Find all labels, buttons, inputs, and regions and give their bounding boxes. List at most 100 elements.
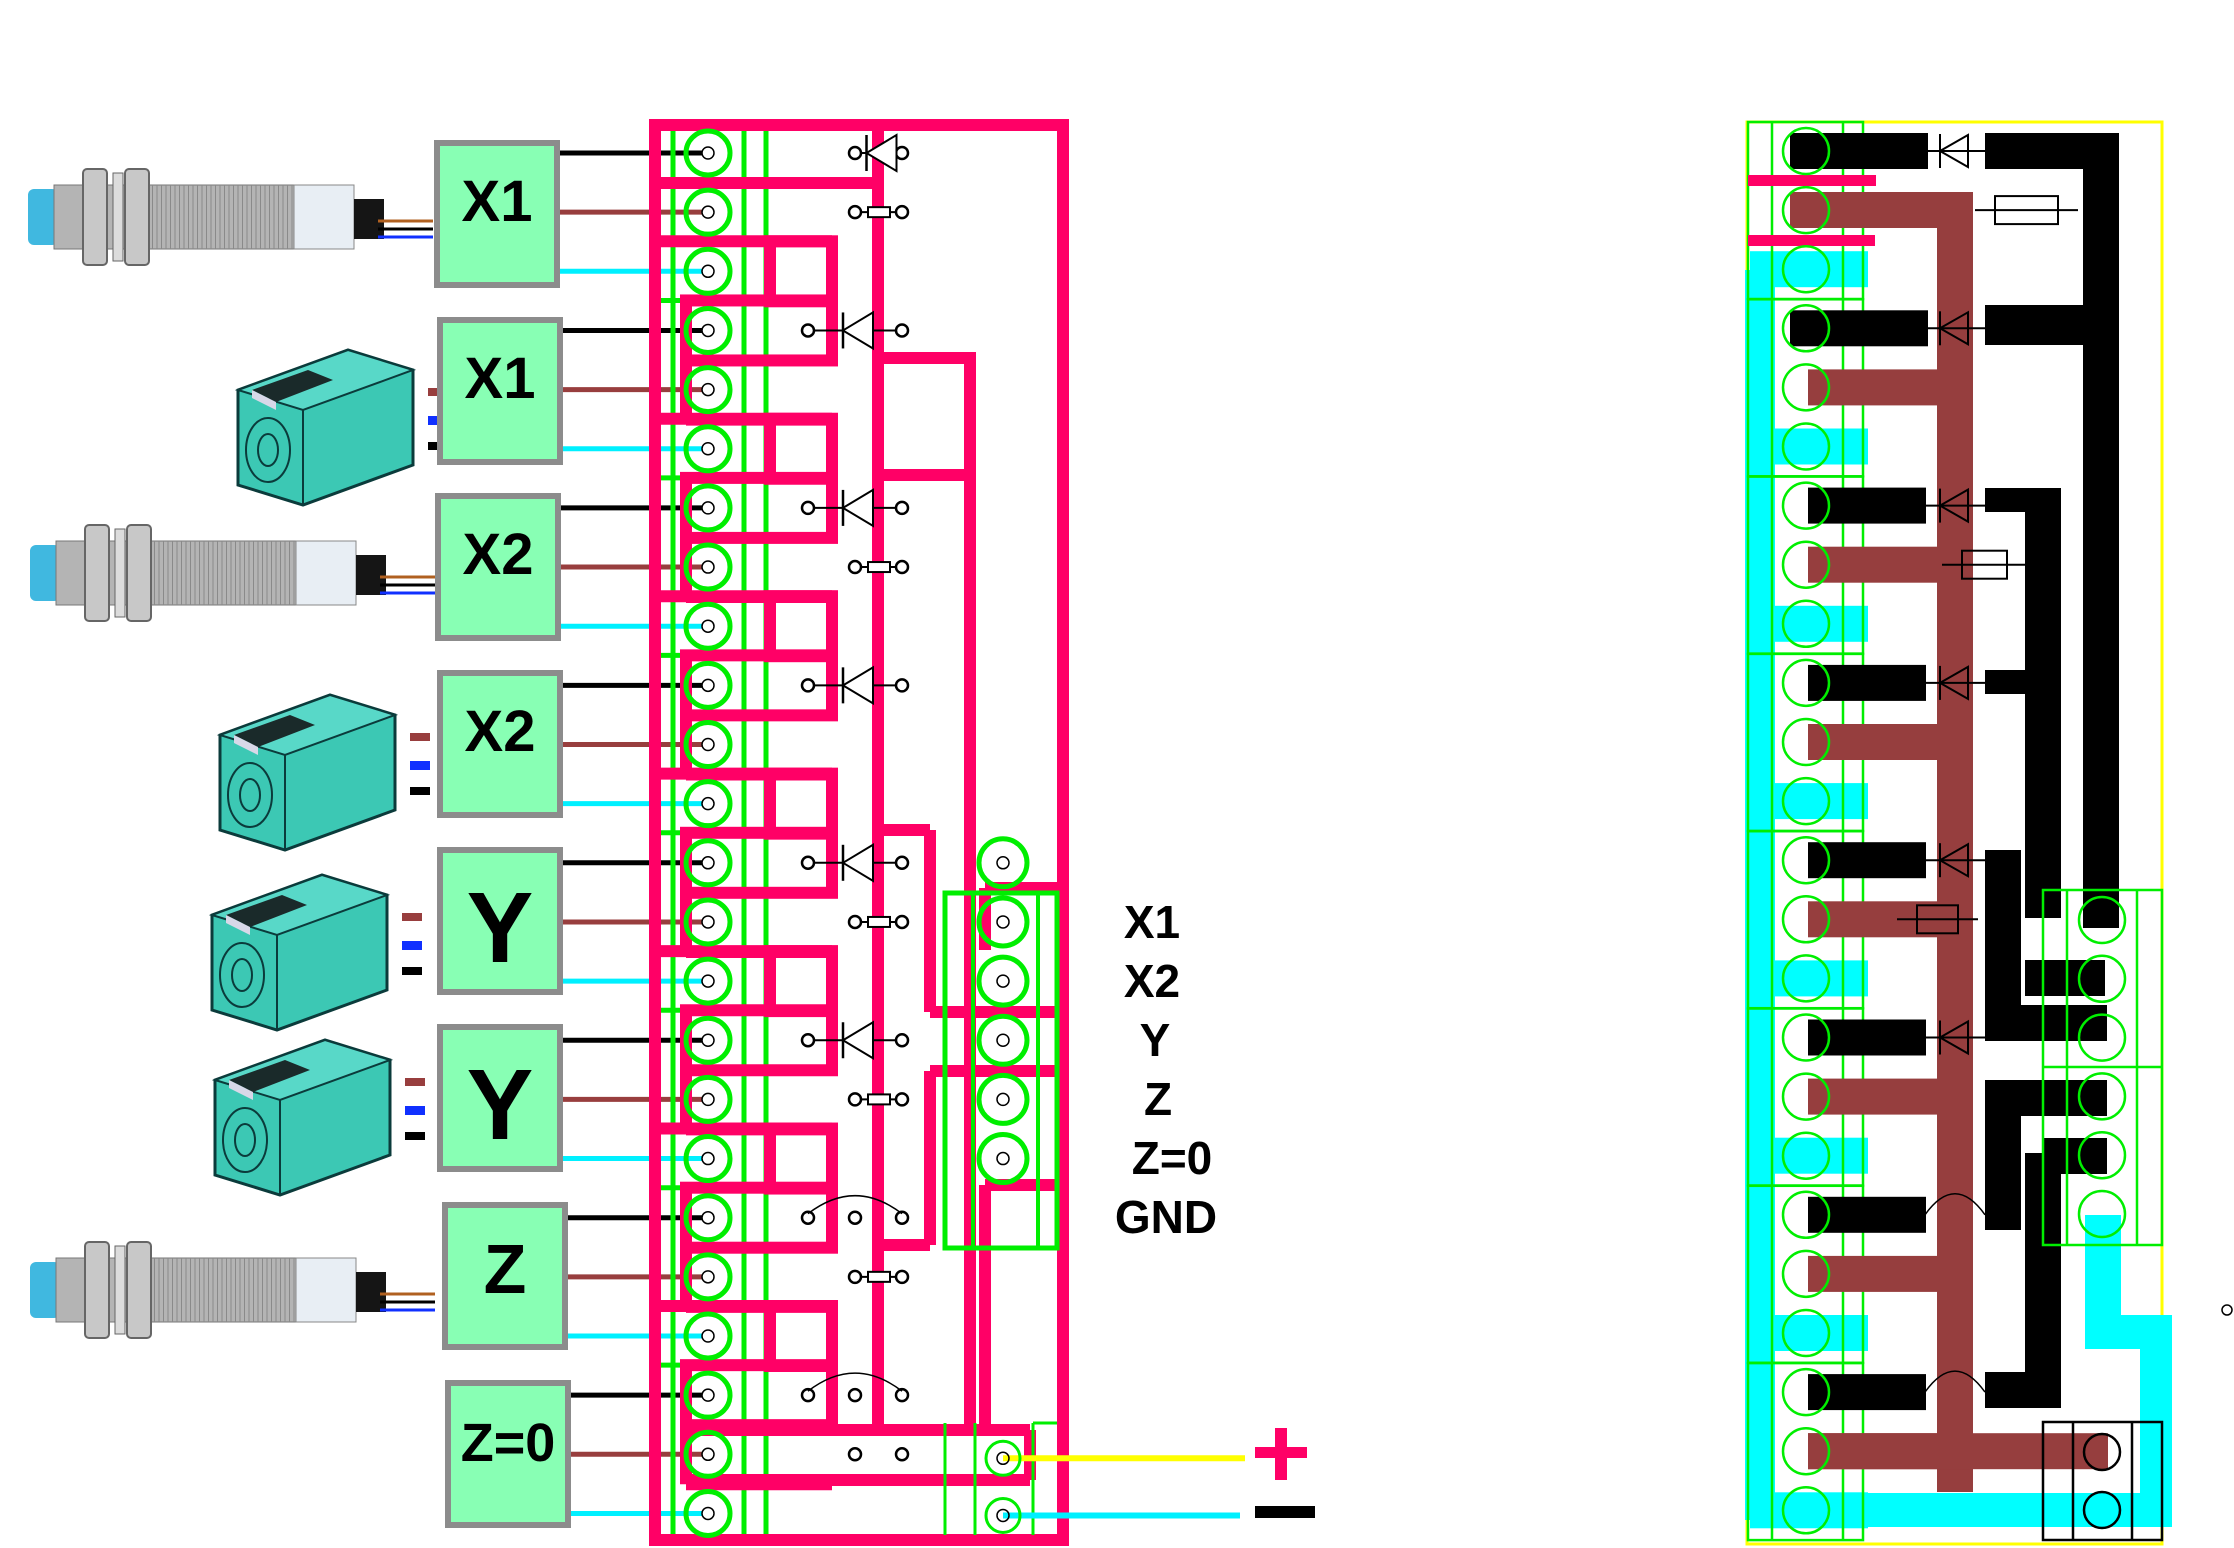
component-pad: [894, 1387, 910, 1403]
pcb-marker-bar: [1748, 235, 1875, 246]
trace-cyan-pad: [764, 767, 838, 840]
terminal-hole: [701, 1447, 715, 1462]
resistor-body: [867, 915, 891, 928]
component-pad: [894, 855, 910, 871]
sensor-cap: [28, 189, 58, 245]
input-terminal: [683, 720, 733, 769]
cylindrical-sensor-icon: [30, 1241, 435, 1339]
sensor-nut: [84, 524, 110, 622]
pcb-terminal-ring: [1781, 540, 1831, 589]
sensor-box-label: Z=0: [461, 1413, 556, 1473]
sensor-box-label: X1: [465, 346, 536, 411]
pcb-terminal-ring: [1781, 126, 1831, 176]
pcb-output-terminal: [2077, 895, 2127, 945]
wire-blue-stub: [410, 761, 430, 770]
diode-icon: [800, 310, 910, 351]
diode-icon: [800, 843, 910, 883]
terminal-ring: [683, 1193, 733, 1243]
component-pad: [894, 204, 910, 220]
ground-stub: [1750, 960, 1868, 997]
terminal-ring: [683, 1134, 733, 1184]
terminal-ring: [976, 836, 1030, 890]
component-pad: [847, 1092, 863, 1107]
component-pad: [894, 1033, 910, 1048]
input-terminal: [683, 838, 733, 888]
terminal-ring: [683, 424, 733, 474]
pcb-terminal-ring: [1781, 1131, 1831, 1180]
component-pad: [894, 1447, 910, 1462]
terminal-hole: [701, 1033, 715, 1047]
terminal-ring: [683, 542, 733, 592]
wire-blue-stub: [405, 1106, 425, 1115]
sensor-box-label: Z: [484, 1230, 527, 1308]
terminal-ring: [683, 601, 733, 651]
component-pad: [847, 1447, 863, 1462]
component-pad: [800, 1210, 816, 1225]
sensor-box-label: X1: [462, 169, 533, 234]
output-terminal: [976, 1072, 1030, 1126]
minus-icon: [1255, 1506, 1315, 1518]
terminal-hole: [996, 856, 1010, 870]
component-pad: [894, 1269, 910, 1285]
jumper-arc: [807, 1372, 903, 1392]
terminal-ring: [976, 1132, 1030, 1186]
sensor-box-frame: [435, 493, 561, 641]
vcc-branch-out: [1808, 1433, 2108, 1470]
jumper-icon: [800, 1195, 910, 1225]
component-pad: [894, 914, 910, 930]
pcb-jumper-arc: [1924, 1370, 1986, 1393]
component-pad: [800, 323, 816, 338]
pcb-terminal-ring: [1781, 599, 1831, 649]
component-pad: [800, 1387, 816, 1403]
diode-icon: [847, 133, 910, 173]
output-terminal: [976, 1013, 1030, 1067]
component-pad: [800, 855, 816, 871]
pcb-terminal-ring: [1781, 185, 1831, 235]
terminal-ring: [683, 838, 733, 888]
block-sensor-icon: [208, 873, 422, 1032]
sensor-tail: [356, 1272, 386, 1312]
cylindrical-sensor-icon: [30, 524, 435, 622]
pcb-terminal-ring: [1781, 1072, 1831, 1121]
input-terminal: [683, 1252, 733, 1302]
pcb-terminal-ring: [1781, 1249, 1831, 1299]
resistor-body: [867, 206, 891, 219]
input-terminal: [683, 305, 733, 355]
pcb-terminal-ring: [1781, 363, 1831, 412]
diode-body: [1937, 133, 1969, 169]
ground-stub: [1750, 428, 1868, 465]
input-terminal: [683, 1488, 733, 1538]
wire-blue-stub: [402, 941, 422, 950]
output-connector-frame: [942, 890, 1060, 1251]
schematic-components: [800, 133, 910, 1462]
output-terminal: [976, 954, 1030, 1008]
power-terminal-ring: [984, 1439, 1022, 1477]
signal-pad: [1790, 133, 1928, 169]
terminal-hole: [701, 323, 715, 338]
input-terminals: [683, 128, 733, 1538]
sensor-box-frame: [437, 1024, 563, 1172]
diode-body: [841, 843, 874, 883]
terminal-ring: [976, 1072, 1030, 1126]
component-pad: [847, 204, 863, 220]
sensor-cap: [30, 545, 60, 601]
pcb-terminal-ring: [1781, 954, 1831, 1003]
sensor-box-x1: X1: [437, 317, 563, 465]
signal-trace: [2025, 960, 2105, 996]
diode-body: [841, 1020, 874, 1061]
pcb-terminal-ring: [1781, 244, 1831, 294]
resistor-icon: [847, 914, 910, 930]
sensor-box-z0: Z=0: [445, 1380, 571, 1528]
diode-body: [1937, 310, 1969, 347]
pcb-terminal-ring: [1781, 481, 1831, 530]
vcc-branch: [1808, 1255, 1973, 1292]
resistor-icon: [847, 204, 910, 220]
power-terminal-hole: [996, 1508, 1010, 1523]
input-terminal: [683, 1015, 733, 1065]
output-label-gnd: GND: [1115, 1191, 1217, 1243]
component-pad: [894, 559, 910, 575]
signal-trace-x1: [2083, 133, 2119, 928]
component-pad: [847, 145, 863, 161]
sensor-nut: [124, 168, 150, 266]
terminal-hole: [701, 1506, 715, 1521]
